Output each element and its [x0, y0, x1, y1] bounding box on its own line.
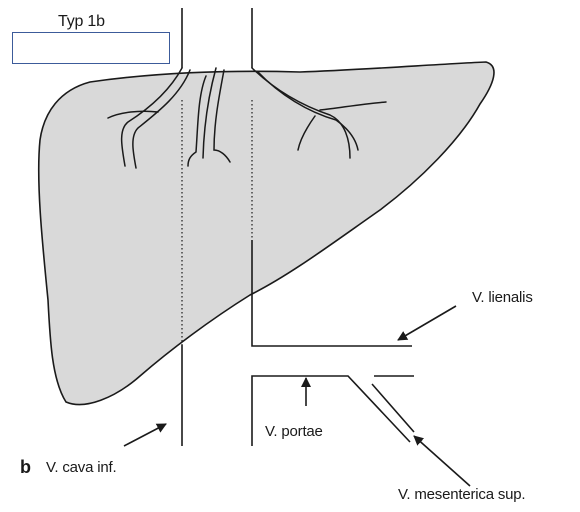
panel-letter: b: [20, 458, 31, 476]
label-v-cava-inf: V. cava inf.: [46, 460, 116, 475]
answer-input[interactable]: [12, 32, 170, 64]
liver-shape: [39, 62, 494, 404]
arrow-mesenterica: [414, 436, 470, 486]
label-v-portae: V. portae: [265, 424, 323, 439]
diagram-title: Typ 1b: [58, 14, 105, 30]
arrow-cava: [124, 424, 166, 446]
label-v-mesenterica-sup: V. mesenterica sup.: [398, 487, 525, 502]
arrow-lienalis: [398, 306, 456, 340]
label-v-lienalis: V. lienalis: [472, 290, 533, 305]
